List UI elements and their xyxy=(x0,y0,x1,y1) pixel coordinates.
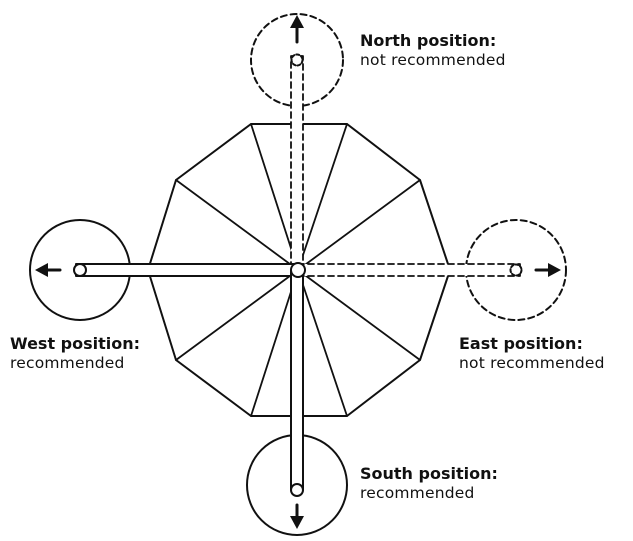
south-pole-end xyxy=(290,483,304,497)
south-label-status: recommended xyxy=(360,484,475,502)
north-arrow-icon xyxy=(290,15,304,28)
pivot-center xyxy=(290,262,306,278)
east-arrow-icon xyxy=(548,263,561,277)
south-arm xyxy=(290,269,304,491)
east-arm xyxy=(297,263,521,277)
east-pole-end xyxy=(509,263,523,277)
south-label: South position: recommended xyxy=(360,464,498,503)
west-label-status: recommended xyxy=(10,354,125,372)
south-position xyxy=(246,269,348,536)
west-pole-end xyxy=(73,263,87,277)
north-pole-end xyxy=(290,53,304,67)
north-label-title: North position: xyxy=(360,31,497,50)
north-arm xyxy=(290,55,304,271)
north-label: North position: not recommended xyxy=(360,31,506,70)
west-position xyxy=(29,219,299,321)
east-label-title: East position: xyxy=(459,334,583,353)
west-arrow-icon xyxy=(35,263,48,277)
south-arrow-icon xyxy=(290,516,304,529)
west-label-title: West position: xyxy=(10,334,141,353)
north-label-status: not recommended xyxy=(360,51,506,69)
east-label-status: not recommended xyxy=(459,354,605,372)
east-label: East position: not recommended xyxy=(459,334,605,373)
west-label: West position: recommended xyxy=(10,334,140,373)
south-label-title: South position: xyxy=(360,464,498,483)
west-arm xyxy=(75,263,299,277)
